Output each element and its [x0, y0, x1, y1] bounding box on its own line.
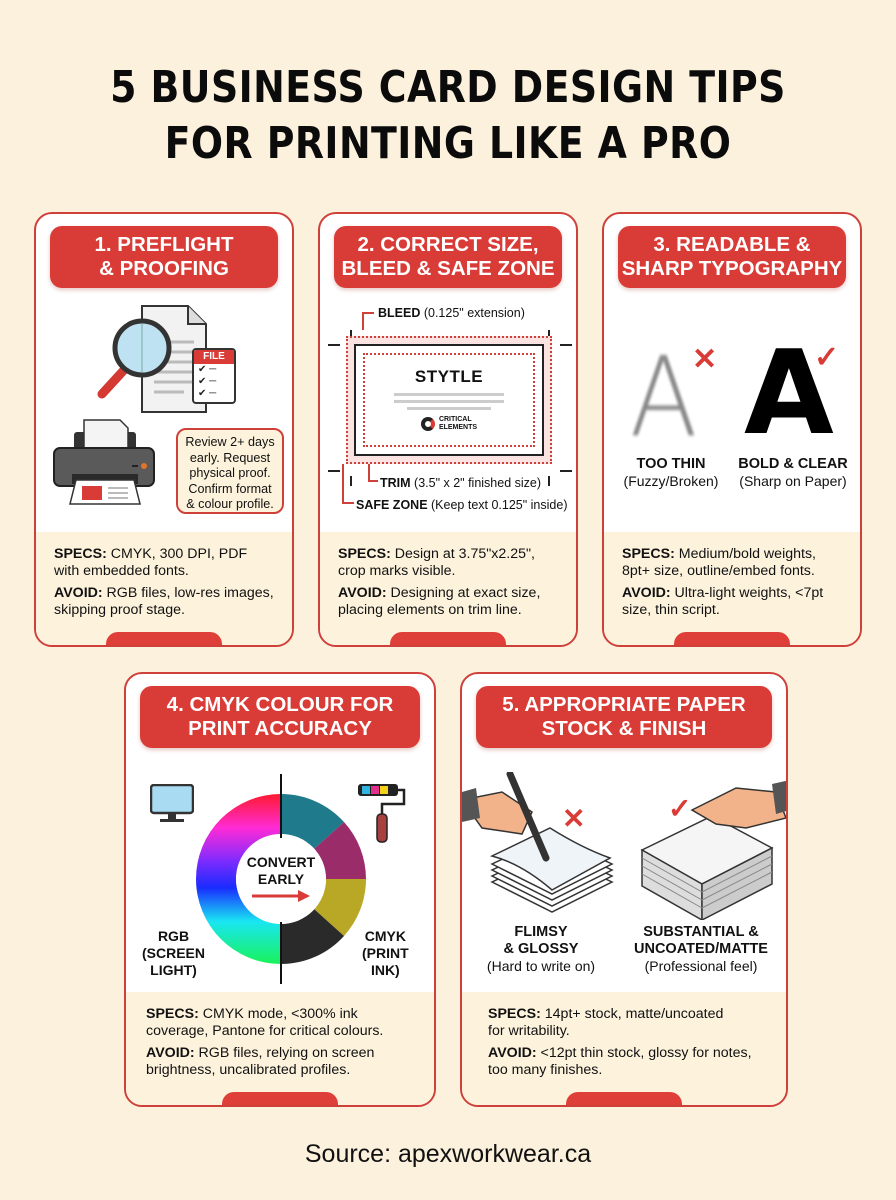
bold-clear-label: BOLD & CLEAR: [738, 456, 848, 472]
card-heading: 3. READABLE &SHARP TYPOGRAPHY: [618, 226, 846, 288]
file-checklist-icon: FILE ✔ ─✔ ─✔ ─: [192, 348, 236, 404]
flimsy-glossy-label: FLIMSY& GLOSSY: [503, 924, 579, 957]
document-magnifier-icon: [97, 305, 207, 413]
matte-stack-hand-icon: [640, 780, 786, 920]
cmyk-label: CMYK (PRINT INK): [362, 928, 409, 978]
card-specs-footer: SPECS: 14pt+ stock, matte/uncoated for w…: [462, 992, 786, 1105]
specs-text: SPECS: Medium/bold weights, 8pt+ size, o…: [622, 546, 816, 579]
check-mark-icon: ✓: [668, 793, 692, 824]
monitor-icon: [150, 784, 194, 822]
card-specs-footer: SPECS: CMYK, 300 DPI, PDF with embedded …: [36, 532, 292, 645]
source-credit: Source: apexworkwear.ca: [304, 1140, 592, 1168]
safe-zone-label: SAFE ZONE (Keep text 0.125" inside): [356, 498, 568, 512]
avoid-text: AVOID: RGB files, low-res images, skippi…: [54, 585, 274, 618]
sample-card-name: STYTLE: [414, 367, 484, 386]
card-specs-footer: SPECS: CMYK mode, <300% ink coverage, Pa…: [126, 992, 434, 1105]
bold-clear-sublabel: (Sharp on Paper): [739, 473, 847, 489]
specs-text: SPECS: CMYK mode, <300% ink coverage, Pa…: [146, 1006, 384, 1039]
avoid-text: AVOID: RGB files, relying on screen brig…: [146, 1045, 375, 1078]
card-specs-footer: SPECS: Design at 3.75"x2.25", crop marks…: [320, 532, 576, 645]
tip-card-typography: 3. READABLE &SHARP TYPOGRAPHY A ✕ A ✓ TO…: [602, 212, 862, 647]
convert-early-label: CONVERT EARLY: [246, 854, 316, 887]
x-mark-icon: ✕: [692, 343, 718, 376]
title-line-1: 5 BUSINESS CARD DESIGN TIPS: [110, 62, 786, 113]
specs-text: SPECS: Design at 3.75"x2.25", crop marks…: [338, 546, 535, 579]
substantial-matte-label: SUBSTANTIAL &UNCOATED/MATTE: [634, 924, 768, 957]
paint-roller-icon: [358, 784, 406, 843]
specs-text: SPECS: 14pt+ stock, matte/uncoated for w…: [488, 1006, 724, 1039]
card-heading: 2. CORRECT SIZE,BLEED & SAFE ZONE: [334, 226, 562, 288]
avoid-text: AVOID: Designing at exact size, placing …: [338, 585, 541, 618]
rgb-cmyk-colour-wheel: [196, 774, 366, 984]
specs-text: SPECS: CMYK, 300 DPI, PDF with embedded …: [54, 546, 248, 579]
tip-card-size-bleed: 2. CORRECT SIZE,BLEED & SAFE ZONE BLEED …: [318, 212, 578, 647]
too-thin-sublabel: (Fuzzy/Broken): [623, 473, 719, 489]
card-tab: [390, 632, 506, 645]
logo-mark-icon: [420, 417, 435, 431]
avoid-text: AVOID: Ultra-light weights, <7pt size, t…: [622, 585, 824, 618]
rgb-label: RGB (SCREEN LIGHT): [142, 928, 206, 978]
trim-label: TRIM (3.5" x 2" finished size): [380, 476, 542, 490]
flimsy-glossy-sublabel: (Hard to write on): [486, 958, 596, 974]
check-mark-icon: ✓: [814, 341, 840, 374]
crop-marks: [328, 330, 572, 486]
bleed-label: BLEED (0.125" extension): [378, 306, 525, 320]
glossy-stack-pen-icon: [462, 772, 614, 913]
card-tab: [106, 632, 222, 645]
tip-card-preflight: 1. PREFLIGHT& PROOFING FILE ✔ ─✔ ─✔ ─: [34, 212, 294, 647]
card-heading: 1. PREFLIGHT& PROOFING: [50, 226, 278, 288]
card-tab: [566, 1092, 682, 1105]
x-mark-icon: ✕: [562, 803, 586, 834]
too-thin-label: TOO THIN: [636, 456, 706, 472]
page-title: 5 BUSINESS CARD DESIGN TIPS FOR PRINTING…: [63, 60, 834, 172]
avoid-text: AVOID: <12pt thin stock, glossy for note…: [488, 1045, 752, 1078]
card-tab: [674, 632, 790, 645]
card-specs-footer: SPECS: Medium/bold weights, 8pt+ size, o…: [604, 532, 860, 645]
thin-letter-example: A: [629, 333, 698, 461]
printer-icon: [53, 419, 155, 505]
substantial-matte-sublabel: (Professional feel): [644, 958, 758, 974]
bold-letter-example: A: [744, 326, 834, 461]
proof-tip-bubble: Review 2+ days early. Request physical p…: [176, 428, 284, 514]
card-tab: [222, 1092, 338, 1105]
title-line-2: FOR PRINTING LIKE A PRO: [164, 118, 732, 169]
